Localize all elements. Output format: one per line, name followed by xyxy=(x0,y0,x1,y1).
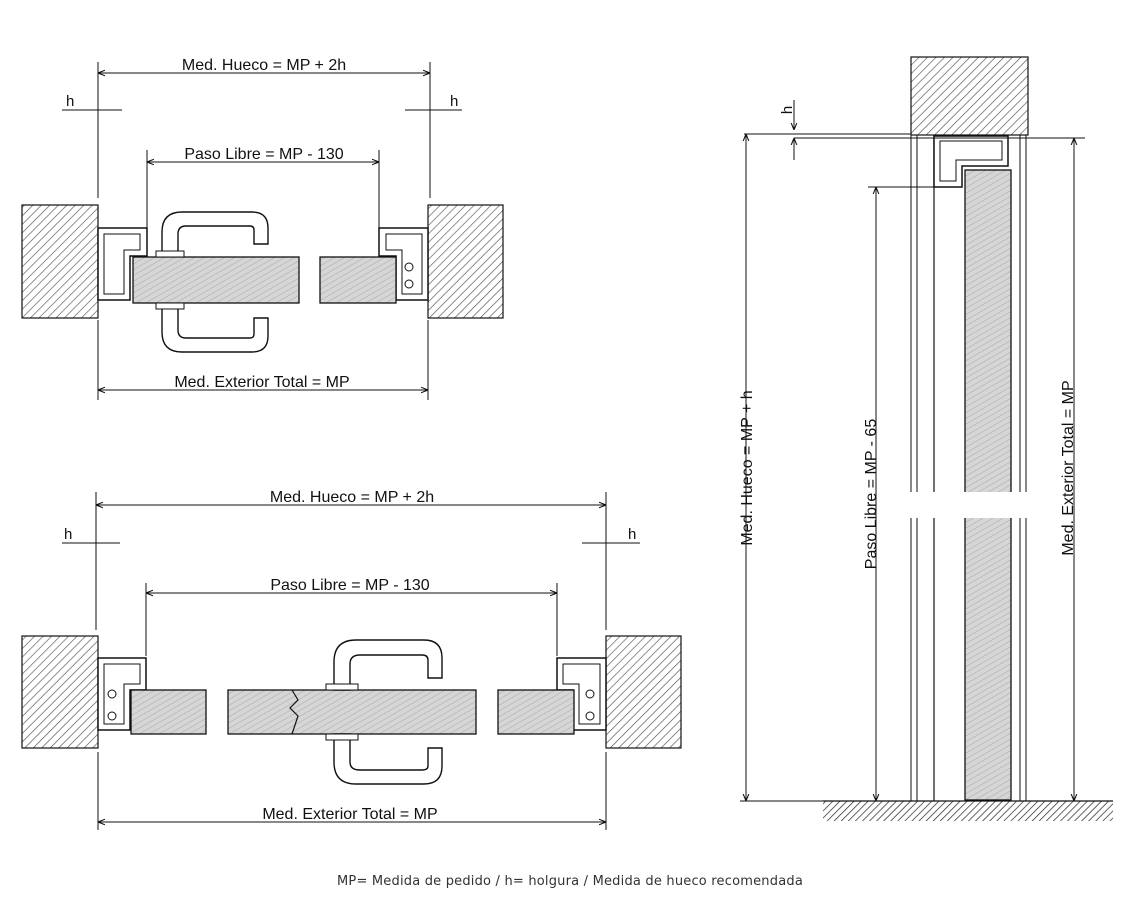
section-h-label: h xyxy=(779,106,796,114)
bottom-hueco-label: Med. Hueco = MP + 2h xyxy=(270,489,434,506)
section-door-leaf xyxy=(964,169,1012,801)
top-exterior-label: Med. Exterior Total = MP xyxy=(174,374,349,391)
top-plan-view: Med. Hueco = MP + 2h h h Paso Libre = MP… xyxy=(21,57,504,400)
top-right-wall xyxy=(427,204,504,319)
caption: MP= Medida de pedido / h= holgura / Medi… xyxy=(337,874,803,889)
top-handle-upper xyxy=(161,211,269,257)
bottom-door-leaf-right xyxy=(497,689,575,735)
top-door-leaf xyxy=(132,256,300,304)
section-lintel-wall xyxy=(910,56,1029,136)
section-paso-label: Paso Libre = MP - 65 xyxy=(863,419,880,570)
bottom-exterior-label: Med. Exterior Total = MP xyxy=(262,806,437,823)
bottom-handle-lower xyxy=(333,733,443,785)
section-hueco-label: Med. Hueco = MP + h xyxy=(739,390,756,545)
section-view: h Med. Hueco = MP + h Paso Libre = MP - … xyxy=(739,56,1113,821)
bottom-plan-view: Med. Hueco = MP + 2h h h Paso Libre = MP… xyxy=(21,489,682,830)
top-left-frame xyxy=(97,227,148,301)
bottom-h-right-label: h xyxy=(628,526,636,543)
top-handle-lower xyxy=(161,303,269,353)
top-paso-label: Paso Libre = MP - 130 xyxy=(184,146,343,163)
bottom-h-left-label: h xyxy=(64,526,72,543)
bottom-handle-upper xyxy=(333,639,443,691)
top-h-right-label: h xyxy=(450,93,458,110)
section-exterior-label: Med. Exterior Total = MP xyxy=(1060,380,1077,555)
section-floor xyxy=(823,801,1113,821)
top-hueco-label: Med. Hueco = MP + 2h xyxy=(182,57,346,74)
bottom-paso-label: Paso Libre = MP - 130 xyxy=(270,577,429,594)
bottom-door-leaf-middle xyxy=(227,689,477,735)
bottom-left-wall xyxy=(21,635,99,749)
top-door-leaf-right xyxy=(319,256,397,304)
bottom-right-wall xyxy=(605,635,682,749)
bottom-door-leaf-left xyxy=(130,689,207,735)
top-h-left-label: h xyxy=(66,93,74,110)
top-left-wall xyxy=(21,204,99,319)
